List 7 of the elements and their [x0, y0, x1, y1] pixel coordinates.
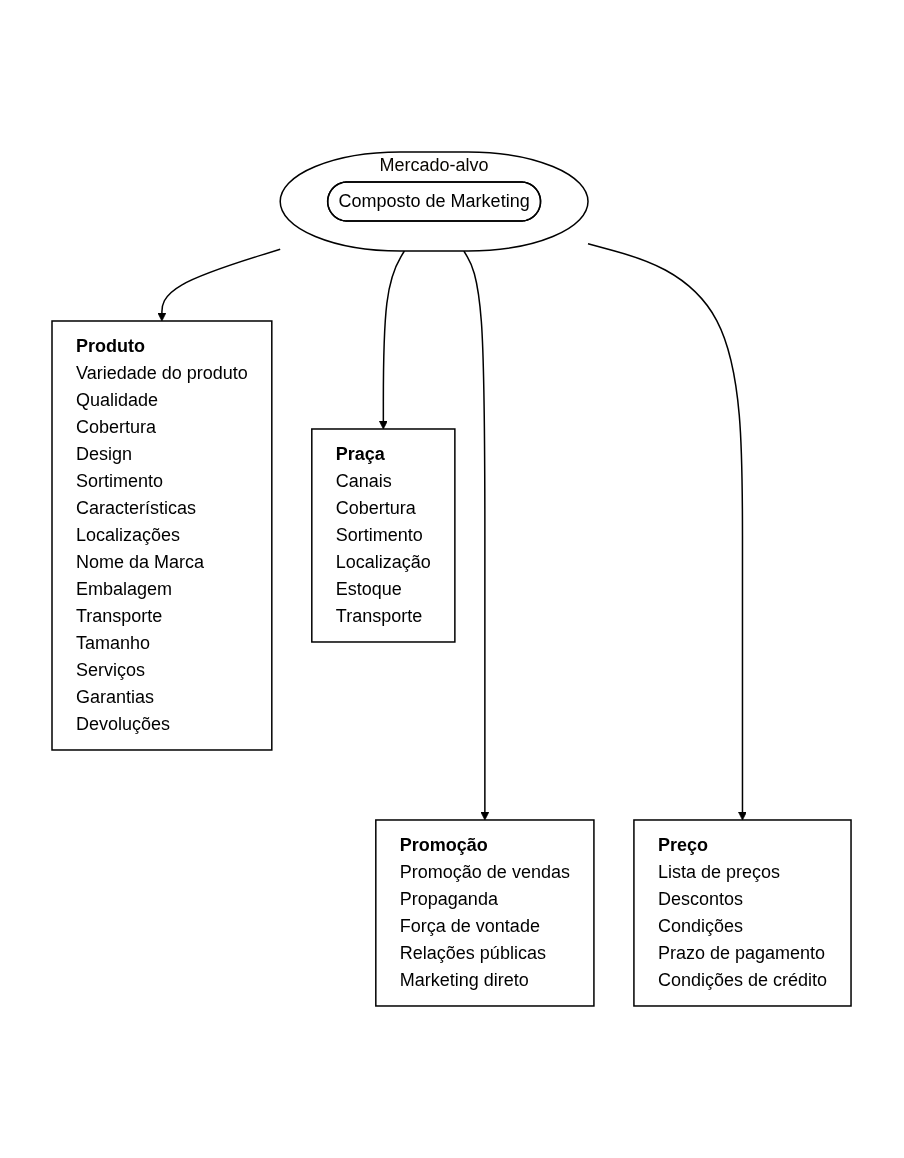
arrow	[379, 250, 406, 430]
arrow	[463, 250, 490, 821]
node-box: Promoção Promoção de vendas Propaganda Força de vontade Relações públicas Marketing direto	[375, 819, 596, 1007]
node-box: Praça Canais Cobertura Sortimento Localização Estoque Transporte	[311, 428, 457, 643]
arrow	[158, 248, 282, 322]
node-box: Produto Variedade do produto Qualidade Cobertura Design Sortimento Características Localizações Nome da Marca Embalagem Transporte Tamanho Serviços Garantias Devoluções	[51, 320, 274, 751]
node-box: Preço Lista de preços Descontos Condições Prazo de pagamento Condições de crédito	[633, 819, 853, 1007]
